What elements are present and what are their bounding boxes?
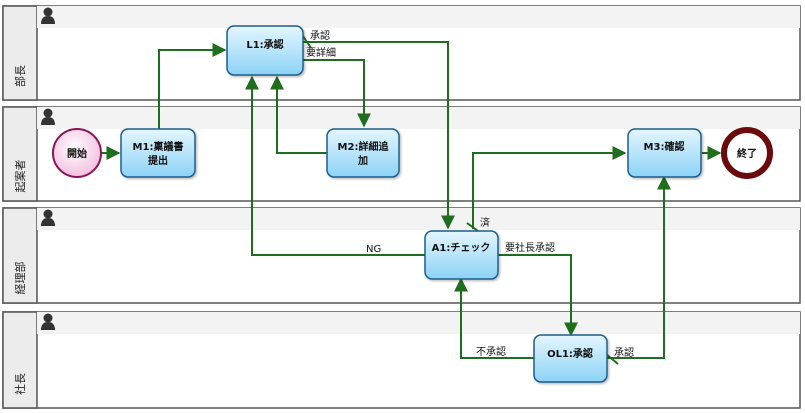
task-m3[interactable]: M3:確認 bbox=[627, 128, 702, 178]
lane-label: 部長 bbox=[13, 65, 27, 87]
lane-label: 起案者 bbox=[13, 160, 27, 193]
person-icon bbox=[41, 209, 55, 226]
edges bbox=[101, 35, 722, 365]
task-a1-label: A1:チェック bbox=[432, 242, 491, 254]
task-ol1[interactable]: OL1:承認 bbox=[533, 334, 608, 383]
lane-bucho: 部長 bbox=[2, 5, 801, 101]
edge-l1-a1-approve bbox=[303, 41, 455, 230]
edge-labels: 承認 要詳細 済 NG 要社長承認 不承認 承認 bbox=[306, 29, 634, 359]
edge-label-a1-done: 済 bbox=[480, 216, 490, 229]
person-icon bbox=[41, 313, 55, 330]
edge-a1-m3-done bbox=[472, 146, 627, 229]
end-event-label: 終了 bbox=[737, 147, 757, 160]
lane-shacho: 社長 bbox=[2, 311, 801, 409]
person-icon bbox=[41, 7, 55, 24]
task-ol1-label: OL1:承認 bbox=[547, 347, 593, 360]
edge-label-l1-approve: 承認 bbox=[310, 29, 330, 42]
branch-tick bbox=[302, 35, 312, 49]
task-a1[interactable]: A1:チェック bbox=[424, 230, 499, 280]
end-event[interactable]: 終了 bbox=[721, 127, 773, 179]
task-m2-label: M2:詳細追 bbox=[338, 140, 390, 153]
branch-tick bbox=[466, 222, 479, 232]
edge-label-a1-ceo: 要社長承認 bbox=[505, 241, 555, 254]
edge-label-ol1-reject: 不承認 bbox=[476, 345, 506, 358]
edge-label-a1-ng: NG bbox=[366, 244, 381, 255]
task-m3-label: M3:確認 bbox=[644, 140, 685, 153]
task-m2-label-line2: 加 bbox=[357, 154, 368, 167]
lane-label: 社長 bbox=[13, 373, 27, 395]
task-l1-label: L1:承認 bbox=[246, 38, 283, 51]
edge-label-l1-detail: 要詳細 bbox=[306, 46, 336, 59]
edge-a1-l1-ng bbox=[245, 75, 425, 256]
task-m1-label: M1:稟議書 bbox=[133, 140, 184, 153]
edge-ol1-a1-reject bbox=[454, 277, 534, 359]
start-event[interactable]: 開始 bbox=[52, 128, 102, 178]
start-event-label: 開始 bbox=[67, 147, 87, 160]
edge-l1-m2-detail bbox=[303, 59, 371, 128]
person-icon bbox=[41, 108, 55, 125]
edge-label-ol1-approve: 承認 bbox=[614, 346, 634, 359]
task-m2[interactable]: M2:詳細追 加 bbox=[326, 128, 400, 178]
edge-ol1-m3-approve bbox=[607, 175, 671, 359]
branch-tick bbox=[605, 353, 619, 365]
task-m1-label-line2: 提出 bbox=[148, 154, 168, 167]
task-m1[interactable]: M1:稟議書 提出 bbox=[120, 128, 196, 178]
task-l1[interactable]: L1:承認 bbox=[226, 25, 304, 76]
edge-a1-ol1 bbox=[498, 254, 578, 337]
edge-m2-l1 bbox=[270, 75, 327, 154]
edge-m1-l1 bbox=[158, 43, 227, 129]
lane-label: 経理部 bbox=[13, 262, 27, 295]
